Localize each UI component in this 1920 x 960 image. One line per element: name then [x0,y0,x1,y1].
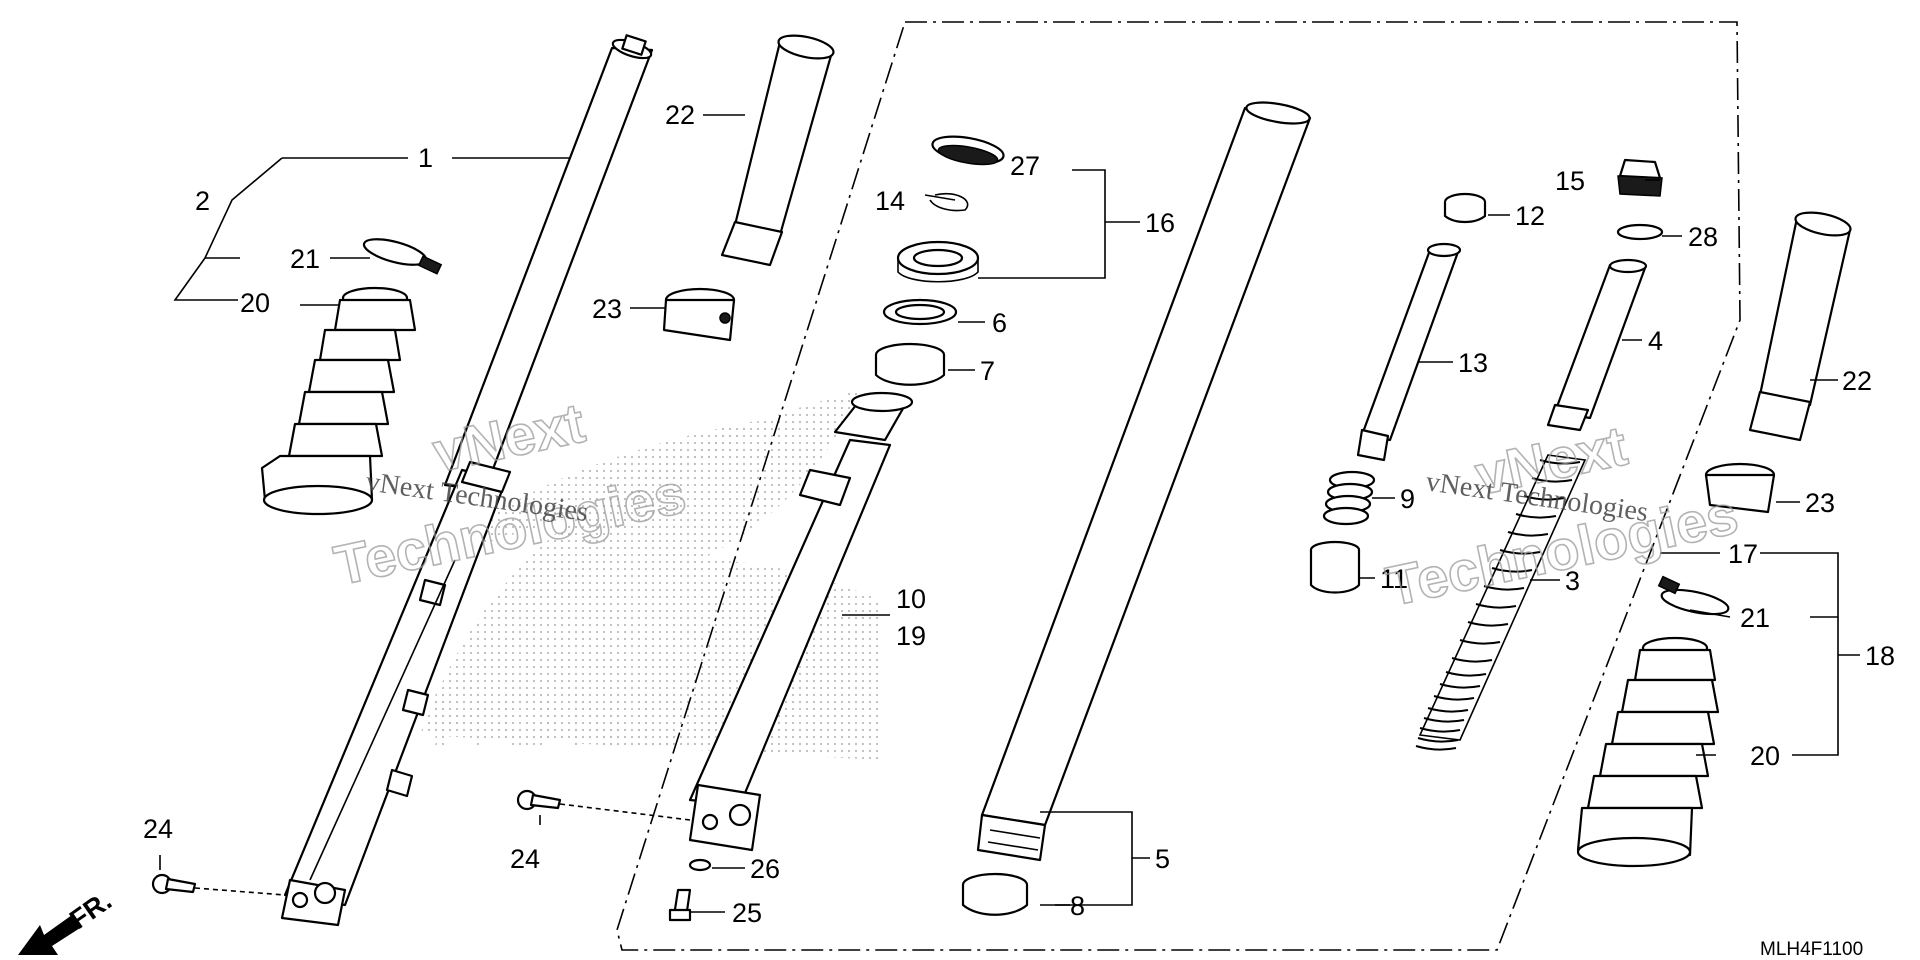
callout-17: 17 [1728,539,1758,569]
callout-14: 14 [875,186,905,216]
callout-4: 4 [1648,326,1663,356]
callout-24-center: 24 [510,844,540,874]
callout-25: 25 [732,898,762,928]
callout-26: 26 [750,854,780,884]
callout-12: 12 [1515,201,1545,231]
callout-8: 8 [1070,891,1085,921]
callout-3: 3 [1565,566,1580,596]
leader-lines [159,114,1860,913]
callout-5: 5 [1155,844,1170,874]
part-21-clamp-left [362,238,443,275]
callout-28: 28 [1688,222,1718,252]
part-26-washer [688,858,712,872]
part-9-spring [1322,470,1376,526]
part-20-boot-left [260,286,417,516]
callout-7: 7 [980,356,995,386]
part-24-bolt-center [516,789,691,821]
assembly-boundary [616,21,1741,951]
part-4-spacer [1546,258,1648,432]
part-5-inner-tube [976,101,1312,862]
callout-21-right: 21 [1740,603,1770,633]
part-23-guide-right [1704,462,1776,514]
part-22-cover-center [720,34,835,267]
callout-27: 27 [1010,151,1040,181]
callout-18: 18 [1865,641,1895,671]
diagram-code: MLH4F1100 [1760,939,1863,960]
callout-16: 16 [1145,208,1175,238]
svg-text:HONDA: HONDA [430,675,761,766]
callout-15: 15 [1555,166,1585,196]
part-20-boot-right [1576,636,1720,868]
callout-23-right: 23 [1805,488,1835,518]
part-28-o-ring [1616,223,1664,241]
part-15-cap-bolt [1617,158,1663,197]
part-27-dust-seal [931,135,1005,166]
part-13-damper-rod [1356,242,1462,462]
part-21-clamp-right [1657,575,1730,616]
part-11-piece [1309,540,1361,594]
part-oil-seal [896,240,980,283]
part-24-bolt-left [151,873,286,896]
callout-19: 19 [896,621,926,651]
callout-labels: 1 2 21 20 22 23 24 14 27 16 6 7 10 19 24… [143,100,1895,928]
callout-6: 6 [992,308,1007,338]
part-22-cover-right [1748,211,1852,442]
part-14-clip [929,192,969,212]
part-3-fork-spring [1415,454,1587,751]
part-6-washer [882,298,958,326]
callout-23: 23 [592,294,622,324]
callout-22-right: 22 [1842,366,1872,396]
callout-11: 11 [1380,564,1408,594]
part-10-slider [688,391,914,852]
callout-21: 21 [290,244,320,274]
callout-22: 22 [665,100,695,130]
part-23-guide-center [662,287,736,342]
callout-13: 13 [1458,348,1488,378]
part-1-fork-assembly [280,34,654,927]
callout-24-left: 24 [143,814,173,844]
callout-2: 2 [195,186,210,216]
part-12-collar [1443,192,1487,224]
callout-20: 20 [240,288,270,318]
front-direction-arrow-icon: FR. [18,885,117,955]
part-25-drain-bolt [668,888,692,922]
callout-9: 9 [1400,484,1415,514]
callout-1: 1 [418,143,433,173]
callout-10: 10 [896,584,926,614]
part-8-slider-bushing [961,872,1029,916]
callout-20-right: 20 [1750,741,1780,771]
part-7-bushing [874,342,946,386]
watermark-line1: vNext [428,391,590,484]
